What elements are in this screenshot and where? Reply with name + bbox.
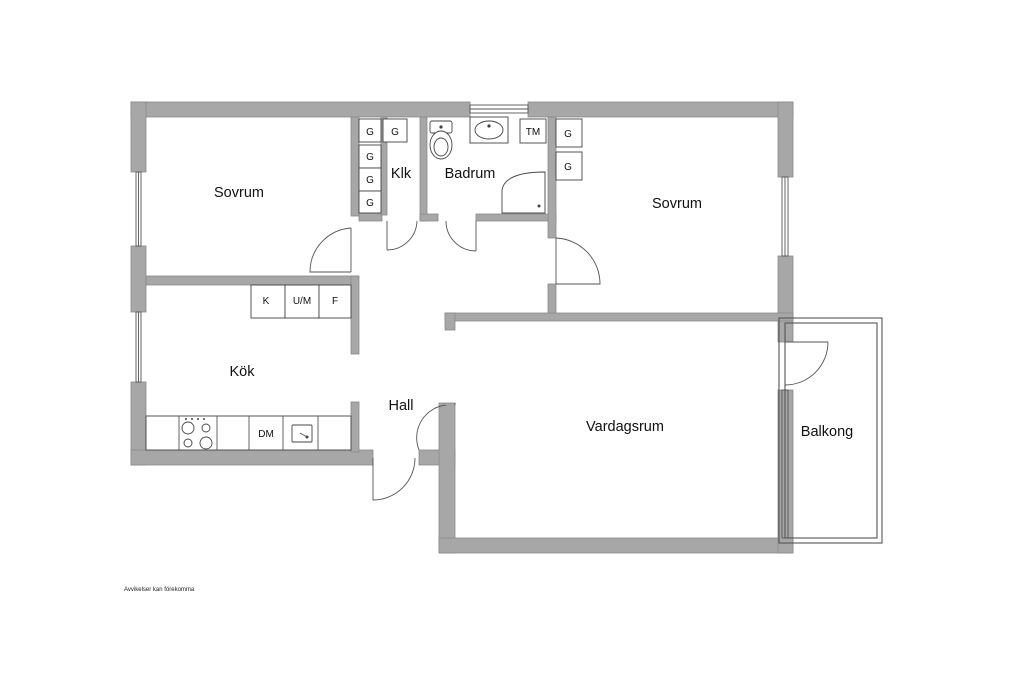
closet-label: G (564, 129, 572, 140)
closet-label: G (366, 152, 374, 163)
room-label-sovrum-right: Sovrum (652, 196, 702, 212)
room-label-vardagsrum: Vardagsrum (586, 419, 664, 435)
bathroom-fixtures: TM (429, 116, 547, 214)
closet-label: G (564, 162, 572, 173)
closet-label: G (366, 198, 374, 209)
room-labels: Sovrum Klk Badrum Sovrum Kök Hall Vardag… (214, 166, 853, 440)
closet-label: G (391, 127, 399, 138)
room-label-badrum: Badrum (445, 166, 496, 182)
shower-icon (501, 171, 546, 214)
walls (130, 101, 794, 554)
kitchen-upper: K U/M F (250, 284, 352, 319)
closet-label: G (366, 175, 374, 186)
dishwasher-label: DM (258, 429, 274, 440)
freezer-label: F (332, 296, 338, 307)
disclaimer-text: Avvikelser kan förekomma (124, 587, 195, 593)
room-label-klk: Klk (391, 166, 412, 182)
doors (309, 220, 829, 501)
room-label-balkong: Balkong (801, 424, 853, 440)
balcony (778, 317, 883, 544)
room-label-hall: Hall (389, 398, 414, 414)
room-label-kok: Kök (230, 364, 256, 380)
kitchen-sink-icon (291, 424, 313, 443)
closets: G G G G G G G (358, 118, 583, 214)
stove-icon (181, 418, 213, 450)
washer-label: TM (526, 127, 540, 138)
closet-top-right (382, 118, 408, 143)
room-label-sovrum-left: Sovrum (214, 185, 264, 201)
washer-box (519, 118, 547, 144)
closet-label: G (366, 127, 374, 138)
kitchen-counter: DM (145, 415, 352, 451)
microwave-label: U/M (293, 296, 311, 307)
fridge-label: K (263, 296, 270, 307)
